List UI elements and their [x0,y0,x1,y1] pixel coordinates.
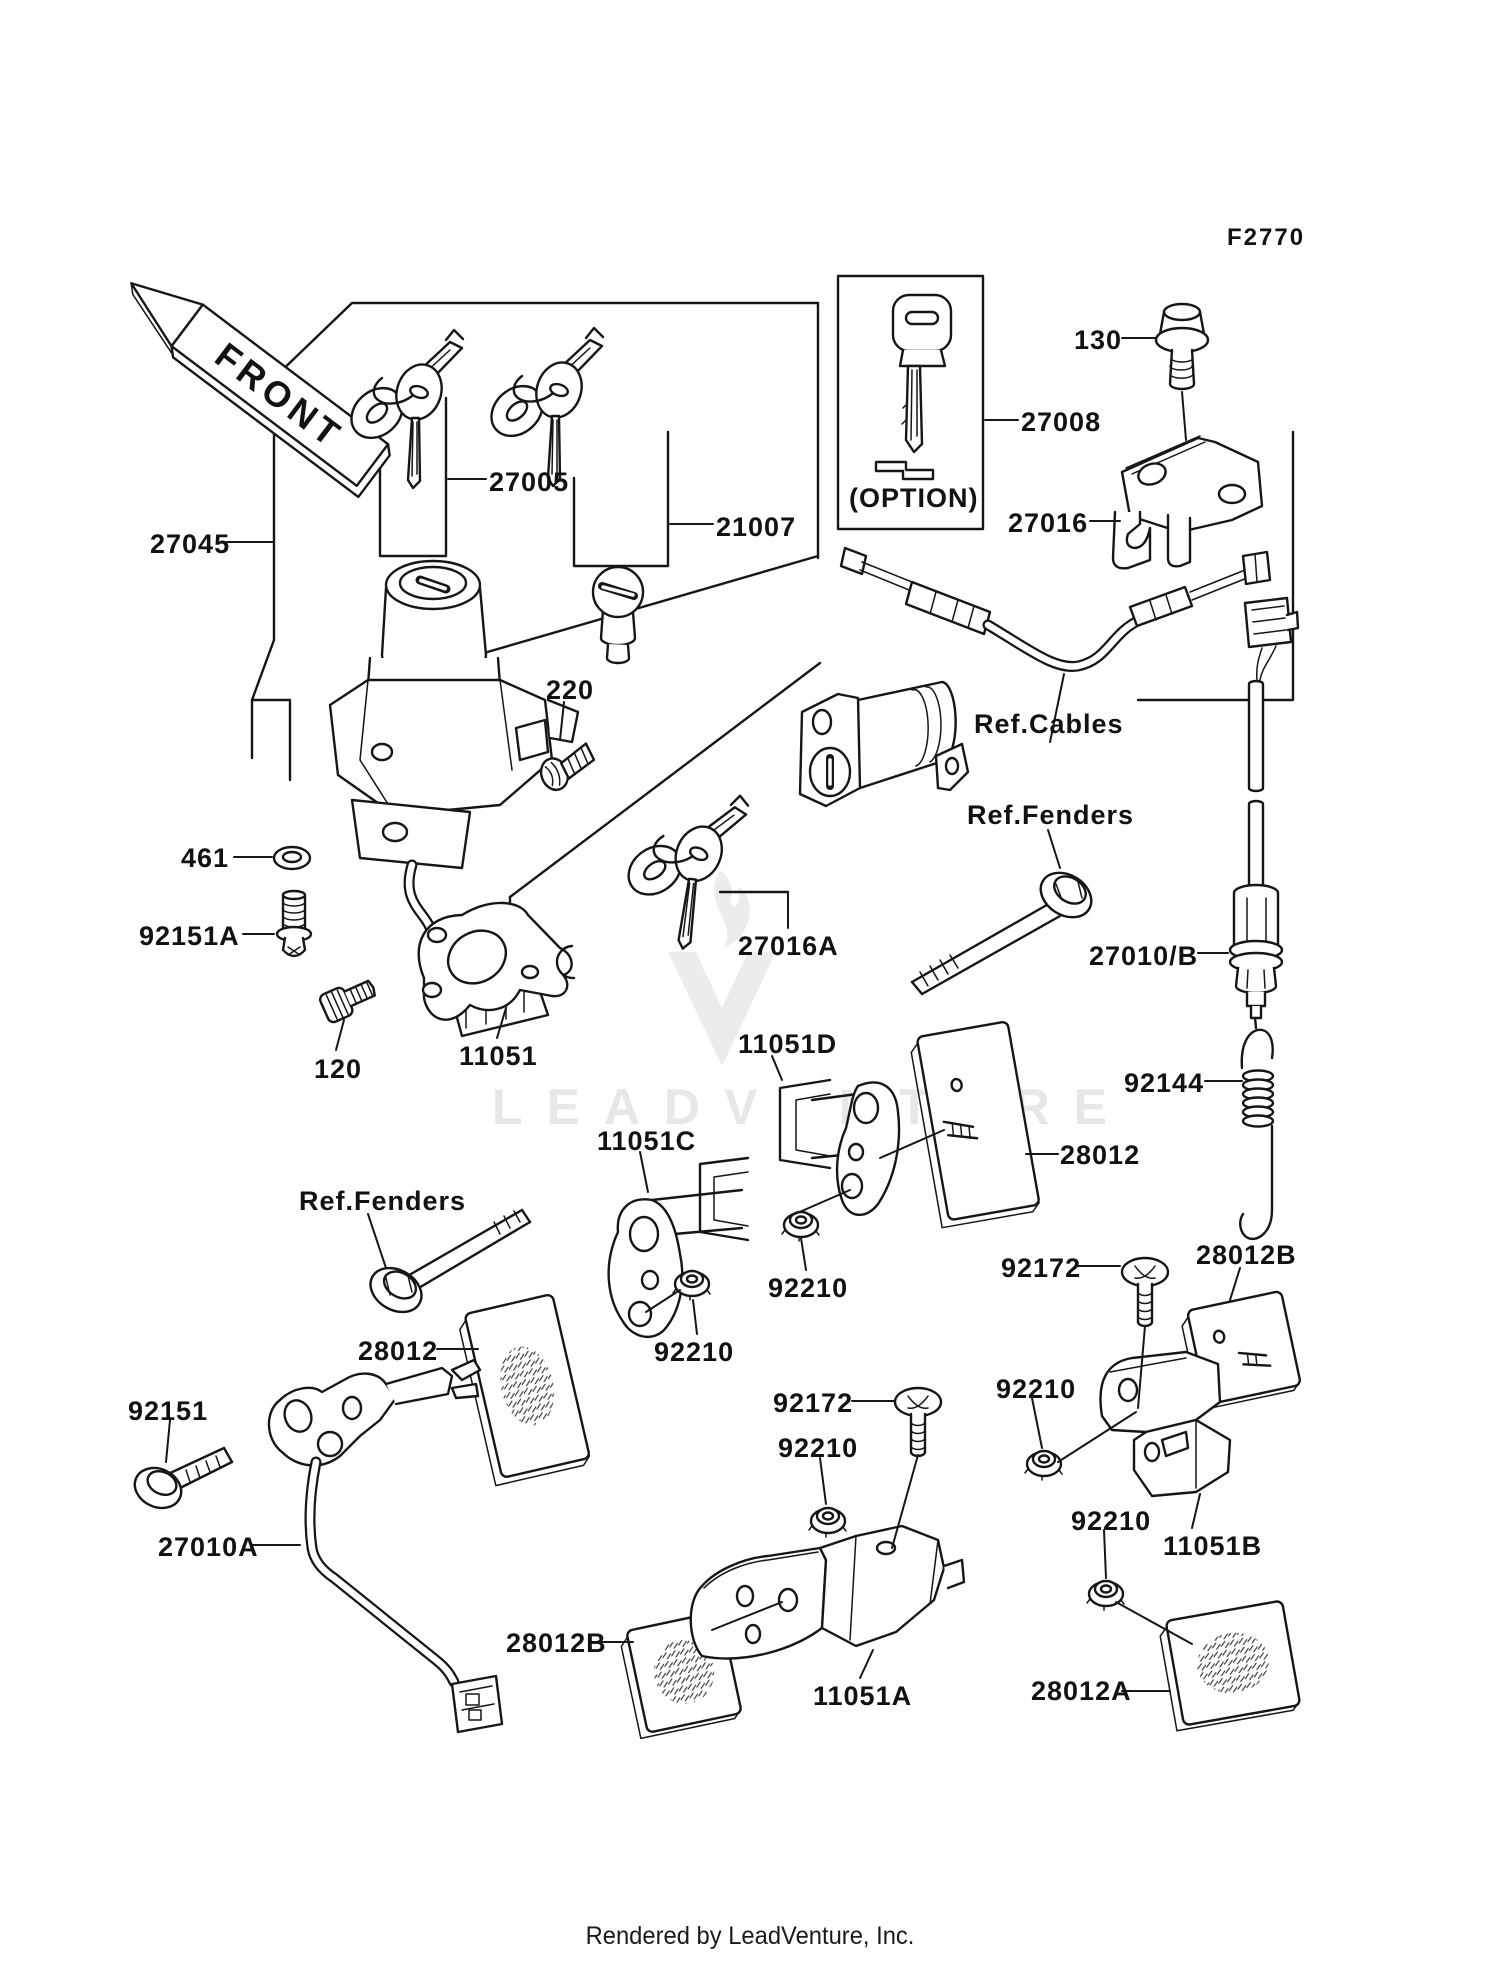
label-27010a: 27010A [158,1532,259,1562]
label-92151a: 92151A [139,921,240,951]
label-ref-cables: Ref.Cables [974,709,1124,739]
lock-cap-drawing [591,565,645,665]
label-28012b-bottom: 28012B [506,1628,607,1658]
label-ref-fenders-left: Ref.Fenders [299,1186,467,1216]
spring-92144-drawing [1239,1028,1275,1241]
screw-120-drawing [319,979,376,1024]
label-92210-a: 92210 [654,1337,735,1367]
nut-92210-b-drawing [780,1210,821,1243]
bracket-11051b-drawing [1099,1350,1232,1498]
cable-drawing [839,546,1272,672]
label-11051b: 11051B [1163,1531,1263,1561]
switch-27010b-drawing [1228,596,1300,1030]
leader-lines [165,337,1243,1692]
label-27016a: 27016A [738,931,839,961]
bolt-92151-drawing [133,1446,234,1510]
label-28012-right: 28012 [1060,1140,1141,1170]
screw-220-drawing [539,742,596,792]
label-92210-d: 92210 [1071,1506,1152,1536]
label-220: 220 [546,675,595,705]
label-11051: 11051 [459,1041,538,1071]
label-27005: 27005 [489,467,570,497]
label-120: 120 [314,1054,363,1084]
washer-461-drawing [272,845,312,871]
reflector-28012-left-drawing [459,1294,591,1487]
nut-92210-d-drawing [1085,1579,1126,1612]
hex-bolt-left-drawing [369,1208,532,1314]
key-set-21007 [480,326,605,488]
bolt-130-drawing [1154,302,1210,391]
screw-92151a-drawing [275,889,313,958]
label-92144: 92144 [1124,1068,1205,1098]
label-92172-right: 92172 [1001,1253,1082,1283]
hex-bolt-right-drawing [910,871,1093,996]
lock-cylinder-drawing [798,680,970,808]
ignition-switch-drawing [328,559,580,1038]
label-11051d: 11051D [738,1029,838,1059]
label-92172-mid: 92172 [773,1388,854,1418]
bracket-27016-drawing [1111,435,1264,570]
nut-92210-e-drawing [807,1506,848,1539]
label-92210-c: 92210 [996,1374,1077,1404]
label-option: (OPTION) [849,483,979,513]
label-diagram-code: F2770 [1227,224,1306,251]
label-92210-e: 92210 [778,1433,859,1463]
label-11051c: 11051C [597,1126,697,1156]
label-28012a: 28012A [1031,1676,1132,1706]
front-arrow: FRONT [130,282,391,499]
option-key-drawing [874,293,953,481]
label-27016: 27016 [1008,508,1089,538]
bracket-11051c-drawing [607,1156,750,1339]
label-92151: 92151 [128,1396,209,1426]
label-11051a: 11051A [813,1681,913,1711]
switch-27010a-drawing [267,1358,504,1734]
screw-92172-mid-drawing [893,1386,943,1458]
nut-92210-c-drawing [1023,1449,1064,1482]
label-ref-fenders-right: Ref.Fenders [967,800,1135,830]
label-461: 461 [181,843,230,873]
bracket-11051a-drawing [689,1524,966,1660]
label-28012-left: 28012 [358,1336,439,1366]
plate-11051-drawing [417,901,576,1021]
label-27008: 27008 [1021,407,1102,437]
label-21007: 21007 [716,512,797,542]
label-27010b: 27010/B [1089,941,1199,971]
bracket-11051d-drawing [778,1078,901,1216]
reflector-28012-right-drawing [910,1020,1041,1229]
leadventure-logo-watermark [668,870,776,1066]
label-92210-b: 92210 [768,1273,849,1303]
reflector-28012a-drawing [1159,1600,1301,1732]
label-130: 130 [1074,325,1123,355]
label-27045: 27045 [150,529,231,559]
footer-credit: Rendered by LeadVenture, Inc. [585,1922,915,1950]
screw-92172-right-drawing [1120,1256,1170,1328]
label-28012b-right: 28012B [1196,1240,1297,1270]
